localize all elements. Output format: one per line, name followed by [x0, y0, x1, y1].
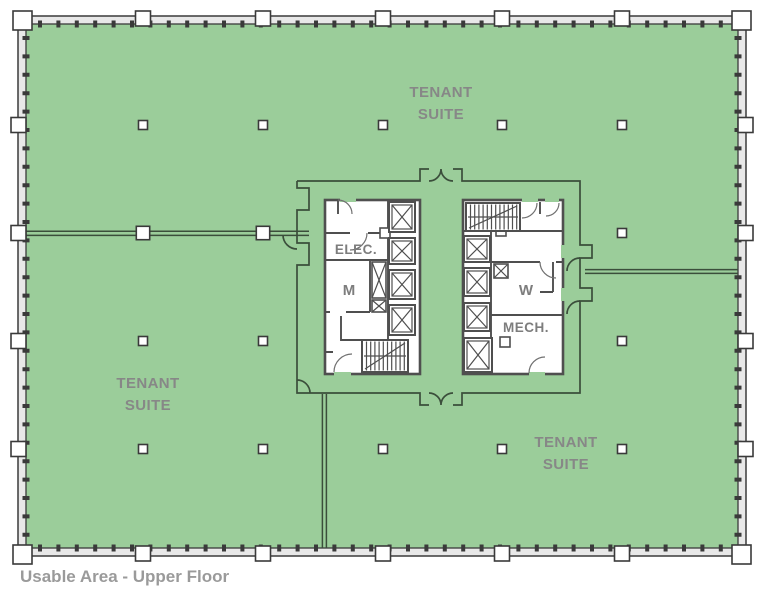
service-chase-right: [493, 263, 509, 279]
tenant-label-line1: TENANT: [116, 375, 179, 392]
room-label-women: W: [519, 282, 534, 299]
perimeter-column-top: [374, 10, 392, 27]
corner-column: [731, 544, 752, 565]
service-chases: [371, 261, 387, 313]
perimeter-column-right: [737, 440, 754, 458]
perimeter-column-top: [254, 10, 272, 27]
interior-column: [257, 119, 269, 131]
perimeter-column-left: [10, 116, 27, 134]
tenant-label-line2: SUITE: [125, 397, 171, 414]
interior-column: [137, 443, 149, 455]
interior-column: [257, 443, 269, 455]
wall-embedded-column: [135, 225, 151, 241]
tenant-suite-label-bottom-right: TENANT SUITE: [534, 434, 597, 473]
elevator-shaft-x: [391, 307, 413, 333]
interior-column: [377, 443, 389, 455]
tenant-label-line2: SUITE: [543, 456, 589, 473]
mech-column: [499, 336, 511, 348]
elevator-shaft-x: [466, 305, 488, 329]
elevator-shaft-inner: [391, 307, 413, 333]
corner-column: [731, 10, 752, 31]
tenant-suite-label-left: TENANT SUITE: [116, 375, 179, 414]
perimeter-column-bottom: [374, 545, 392, 562]
interior-column: [137, 119, 149, 131]
interior-column-grid: [135, 119, 628, 455]
labels: TENANT SUITE TENANT SUITE TENANT SUITE E…: [20, 84, 597, 586]
perimeter-column-top: [613, 10, 631, 27]
perimeter-column-bottom: [613, 545, 631, 562]
interior-column: [137, 335, 149, 347]
demising-wall-south: [321, 394, 328, 548]
interior-column: [616, 443, 628, 455]
core-boundary: [282, 168, 593, 406]
perimeter-columns: [10, 10, 754, 565]
chase-x-small: [371, 299, 387, 313]
left-block-door-gaps: [334, 198, 356, 376]
elevator-shaft-inner: [466, 305, 488, 329]
tenant-label-line2: SUITE: [418, 106, 464, 123]
elevator-shaft-inner: [391, 240, 413, 262]
wall-embedded-column: [255, 225, 271, 241]
core-entry-door-arcs: [282, 168, 581, 406]
caption: Usable Area - Upper Floor: [20, 567, 229, 586]
interior-column: [616, 335, 628, 347]
elevator-shaft-inner: [466, 340, 490, 370]
elevator-shaft-x: [391, 240, 413, 262]
perimeter-column-left: [10, 224, 27, 242]
perimeter-column-left: [10, 332, 27, 350]
core-door-arcs: [333, 199, 560, 374]
elevator-shaft-x: [466, 270, 488, 294]
tenant-label-line1: TENANT: [409, 84, 472, 101]
elevator-shaft-x: [466, 340, 490, 370]
perimeter-column-left: [10, 440, 27, 458]
tenant-label-line1: TENANT: [534, 434, 597, 451]
interior-column: [377, 119, 389, 131]
chase-x: [493, 263, 509, 279]
elevator-shaft-x: [466, 238, 488, 260]
interior-column: [496, 443, 508, 455]
elevator-shaft-inner: [466, 270, 488, 294]
building-shell: [17, 15, 747, 557]
perimeter-column-top: [134, 10, 152, 27]
perimeter-column-bottom: [254, 545, 272, 562]
perimeter-column-bottom: [134, 545, 152, 562]
elevator-shaft-x: [391, 204, 413, 230]
stair-break-line: [364, 342, 406, 370]
elevator-shaft-x: [391, 272, 413, 297]
perimeter-column-right: [737, 332, 754, 350]
room-label-men: M: [343, 282, 356, 299]
chase-x: [371, 261, 387, 299]
perimeter-column-right: [737, 224, 754, 242]
stair-break-line: [468, 205, 518, 229]
elevator-shaft-inner: [466, 238, 488, 260]
tenant-suite-label-top: TENANT SUITE: [409, 84, 472, 123]
core-boundary-outline: [296, 168, 593, 406]
room-label-mech: MECH.: [503, 320, 549, 335]
right-block-door-gaps: [522, 198, 565, 376]
perimeter-column-top: [493, 10, 511, 27]
interior-column: [616, 227, 628, 239]
perimeter-column-right: [737, 116, 754, 134]
room-label-elec: ELEC.: [335, 242, 377, 257]
interior-column: [257, 335, 269, 347]
corner-column: [12, 10, 33, 31]
demising-wall-east: [585, 268, 738, 275]
elevator-shaft-inner: [391, 204, 413, 230]
corner-column: [12, 544, 33, 565]
demising-walls: [26, 230, 738, 548]
perimeter-column-bottom: [493, 545, 511, 562]
elevator-shaft-inner: [391, 272, 413, 297]
interior-column: [616, 119, 628, 131]
elevator-shafts: [388, 201, 493, 373]
interior-column: [496, 119, 508, 131]
stairwells: [361, 202, 521, 373]
